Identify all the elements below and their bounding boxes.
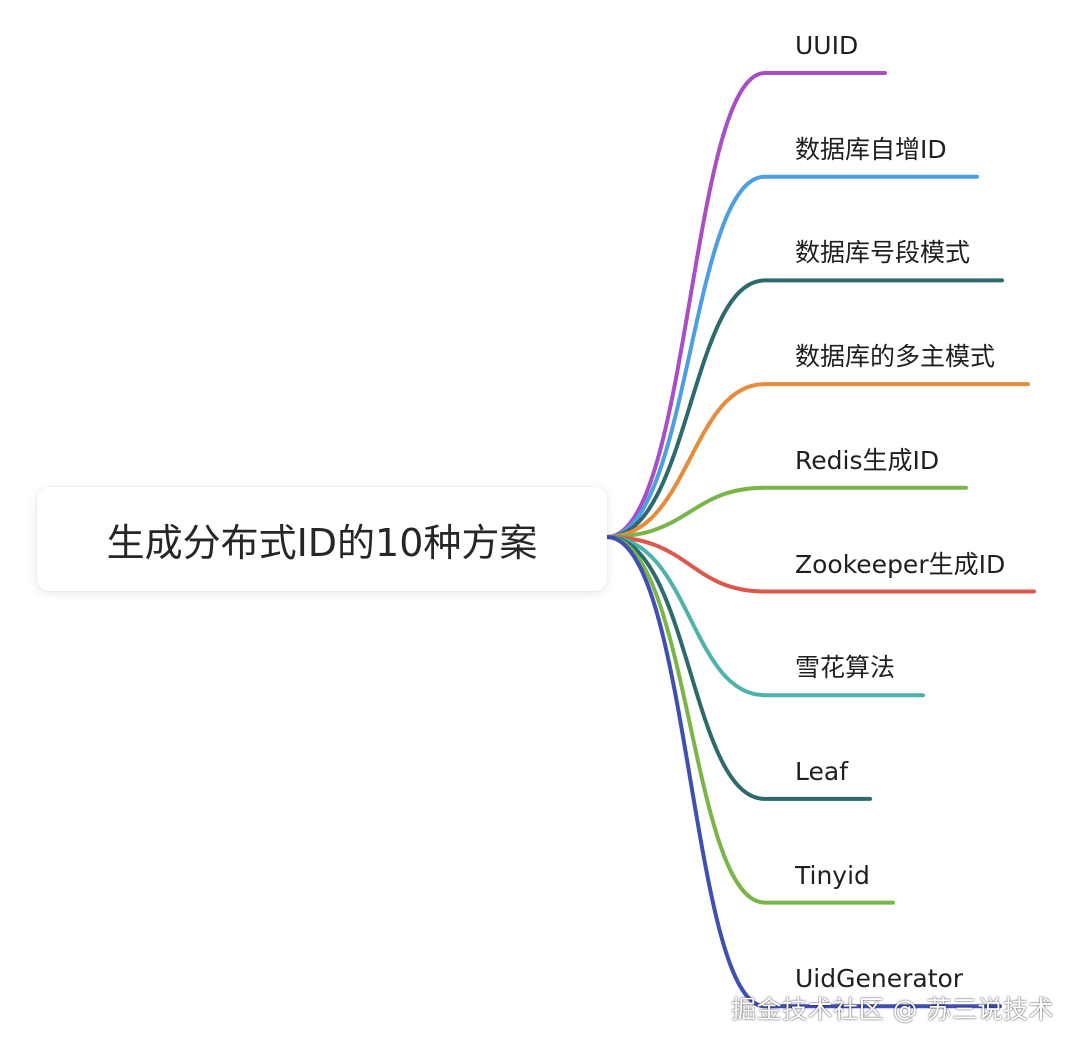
branch-connector [605, 535, 895, 905]
branch-connector [605, 174, 979, 539]
branch-connector [605, 535, 872, 801]
branch-label[interactable]: 数据库的多主模式 [795, 342, 996, 371]
watermark: 掘金技术社区 @ 苏三说技术 [731, 995, 1054, 1024]
branch-connector [605, 71, 887, 539]
branch-connector [605, 485, 968, 539]
root-label: 生成分布式ID的10种方案 [106, 520, 538, 565]
branch-connector [605, 535, 1036, 594]
branch-label[interactable]: Redis生成ID [795, 446, 940, 475]
branch-connector [605, 535, 1002, 1009]
root-node[interactable]: 生成分布式ID的10种方案 [37, 487, 607, 591]
branch-connector [605, 382, 1030, 539]
branch-label[interactable]: UidGenerator [795, 964, 964, 993]
branch-label[interactable]: Tinyid [795, 861, 870, 890]
branch-label[interactable]: 雪花算法 [795, 653, 896, 682]
branch-connector [605, 278, 1004, 539]
branch-label[interactable]: 数据库自增ID [795, 135, 947, 164]
branch-connector [605, 535, 925, 698]
branch-label[interactable]: UUID [795, 31, 859, 60]
branch-label[interactable]: 数据库号段模式 [795, 238, 971, 267]
branch-label[interactable]: Zookeeper生成ID [795, 550, 1006, 579]
branch-label[interactable]: Leaf [795, 757, 848, 786]
